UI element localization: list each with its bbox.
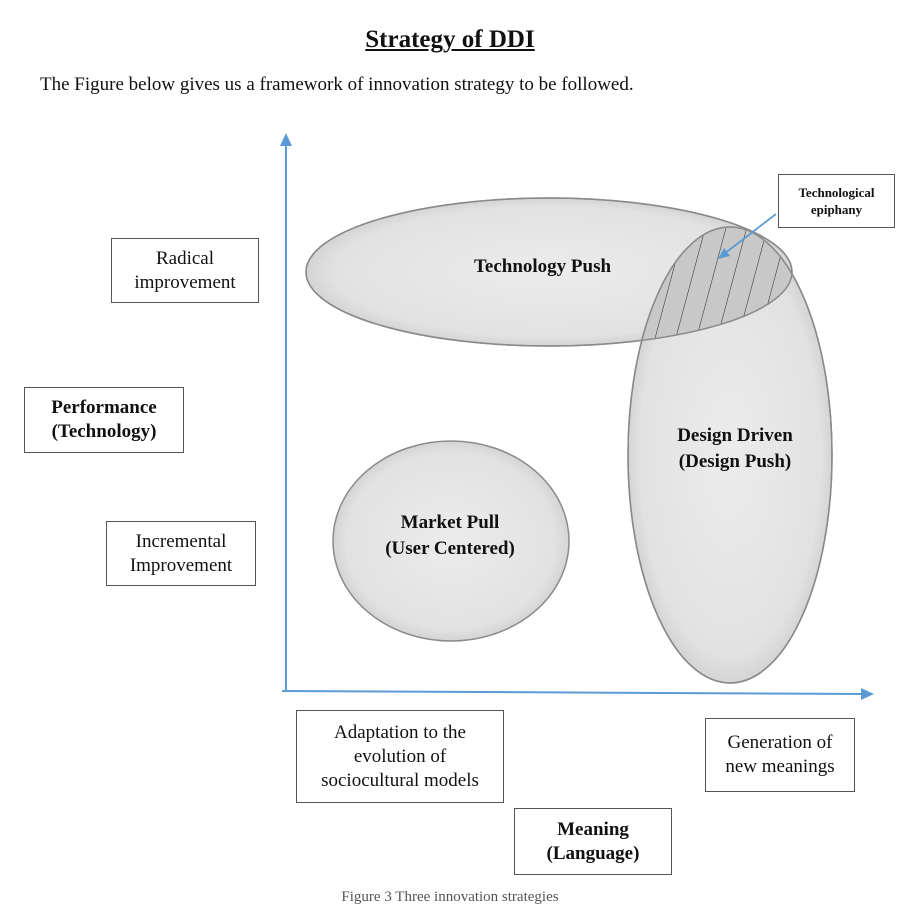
figure-caption: Figure 3 Three innovation strategies <box>341 889 559 905</box>
technological-epiphany-callout: Technological epiphany <box>778 174 895 228</box>
x-axis-arrowhead <box>861 688 874 700</box>
market-pull-ellipse <box>332 440 570 642</box>
adaptation-label: Adaptation to the evolution of sociocult… <box>296 710 504 803</box>
y-axis-arrowhead <box>280 133 292 146</box>
performance-axis-title: Performance (Technology) <box>24 387 184 453</box>
callout-arrowhead <box>718 248 730 259</box>
x-axis-line <box>281 690 867 695</box>
intro-text: The Figure below gives us a framework of… <box>40 74 634 95</box>
design-driven-label: Design Driven (Design Push) <box>677 425 793 472</box>
incremental-improvement-label: Incremental Improvement <box>106 521 256 586</box>
market-pull-label: Market Pull (User Centered) <box>385 512 515 559</box>
page-title: Strategy of DDI <box>365 26 535 53</box>
radical-improvement-label: Radical improvement <box>111 238 259 303</box>
callout-arrow <box>723 213 777 255</box>
technology-push-label: Technology Push <box>473 256 612 277</box>
generation-of-new-meanings-label: Generation of new meanings <box>705 718 855 792</box>
meaning-axis-title: Meaning (Language) <box>514 808 672 875</box>
